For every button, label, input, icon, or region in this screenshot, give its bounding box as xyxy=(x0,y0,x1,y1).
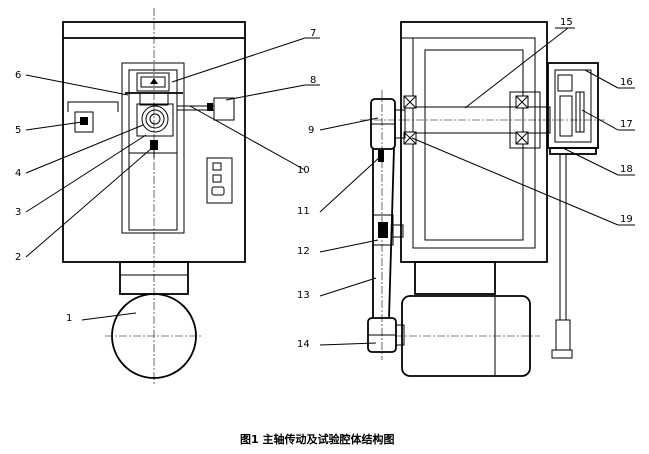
rod-end xyxy=(555,319,571,351)
label-7: 7 xyxy=(310,28,316,39)
bearing-mid xyxy=(145,109,165,129)
leader-18 xyxy=(562,147,619,176)
rod-end-cap xyxy=(551,349,573,359)
bearing-inner xyxy=(149,113,161,125)
bearing-left-bottom-x2 xyxy=(403,131,417,145)
label-14: 14 xyxy=(297,339,310,350)
cavity-top-block xyxy=(557,74,573,92)
leader-lines xyxy=(25,27,635,346)
tension-bracket xyxy=(392,224,404,238)
top-arrow-mark xyxy=(150,78,158,84)
specimen-holder xyxy=(559,95,573,137)
cavity-bottom-plate xyxy=(549,147,597,155)
label-18: 18 xyxy=(620,164,633,175)
lower-pulley-hub xyxy=(395,324,405,346)
leader-17 xyxy=(581,109,619,131)
label-4: 4 xyxy=(15,168,21,179)
leader-2 xyxy=(25,147,153,258)
label-17: 17 xyxy=(620,119,633,130)
figure-caption: 图1 主轴传动及试验腔体结构图 xyxy=(240,432,394,446)
label-15: 15 xyxy=(560,17,573,28)
clamp-bolt xyxy=(150,140,158,150)
label-16: 16 xyxy=(620,77,633,88)
sensor-head-inner xyxy=(207,103,213,111)
leader-4 xyxy=(25,124,144,174)
shaft-housing-right xyxy=(509,91,541,149)
leader-6 xyxy=(25,74,129,96)
bearing-outer xyxy=(141,105,169,133)
control-button-3 xyxy=(211,186,225,196)
test-chamber-inner xyxy=(128,69,178,231)
side-motor-flange xyxy=(414,261,496,295)
bearing-housing xyxy=(136,103,174,137)
leader-14 xyxy=(319,342,377,346)
side-view xyxy=(360,21,605,377)
bearing-left-top-x2 xyxy=(403,95,417,109)
chamber-block xyxy=(139,92,169,106)
bearing-right-top-x2 xyxy=(515,95,529,109)
leader-1 xyxy=(81,312,137,321)
label-8: 8 xyxy=(310,75,316,86)
leader-10 xyxy=(189,105,306,171)
label-9: 9 xyxy=(308,125,314,136)
leader-3 xyxy=(25,134,147,213)
label-5: 5 xyxy=(15,125,21,136)
handle-grip xyxy=(74,111,94,133)
chamber-top-cap-inner xyxy=(140,76,166,88)
leader-13 xyxy=(319,277,377,297)
leader-15 xyxy=(464,27,569,109)
label-1: 1 xyxy=(66,313,72,324)
leader-16 xyxy=(584,69,619,89)
sensor-head xyxy=(213,97,235,121)
label-6: 6 xyxy=(15,70,21,81)
tension-pulley-hub xyxy=(378,222,388,238)
chamber-top-cap xyxy=(136,72,170,92)
test-cavity-inner xyxy=(554,69,592,143)
label-12: 12 xyxy=(297,246,310,257)
leader-5 xyxy=(25,121,83,131)
front-view xyxy=(62,8,246,385)
leader-11 xyxy=(319,155,382,213)
leader-7 xyxy=(171,37,306,83)
control-panel xyxy=(206,157,233,204)
label-2: 2 xyxy=(15,252,21,263)
test-chamber-frame xyxy=(121,62,185,234)
handle-grip-inner xyxy=(80,117,88,125)
pulley-hub xyxy=(394,109,406,139)
side-cabinet-window xyxy=(424,49,524,241)
belt-right xyxy=(388,147,395,319)
label-19: 19 xyxy=(620,214,633,225)
label-10: 10 xyxy=(297,165,310,176)
leader-8 xyxy=(225,84,306,101)
control-button-2 xyxy=(212,174,222,183)
bearing-right-bottom-x2 xyxy=(515,131,529,145)
side-handle xyxy=(67,101,119,112)
control-button-1 xyxy=(212,162,222,171)
leader-9 xyxy=(319,117,379,131)
label-3: 3 xyxy=(15,207,21,218)
label-11: 11 xyxy=(297,206,310,217)
leader-12 xyxy=(319,239,379,253)
part-labels: 1 2 3 4 5 6 7 8 9 10 11 12 13 14 15 16 1… xyxy=(15,17,633,350)
label-13: 13 xyxy=(297,290,310,301)
leader-19 xyxy=(411,137,619,226)
